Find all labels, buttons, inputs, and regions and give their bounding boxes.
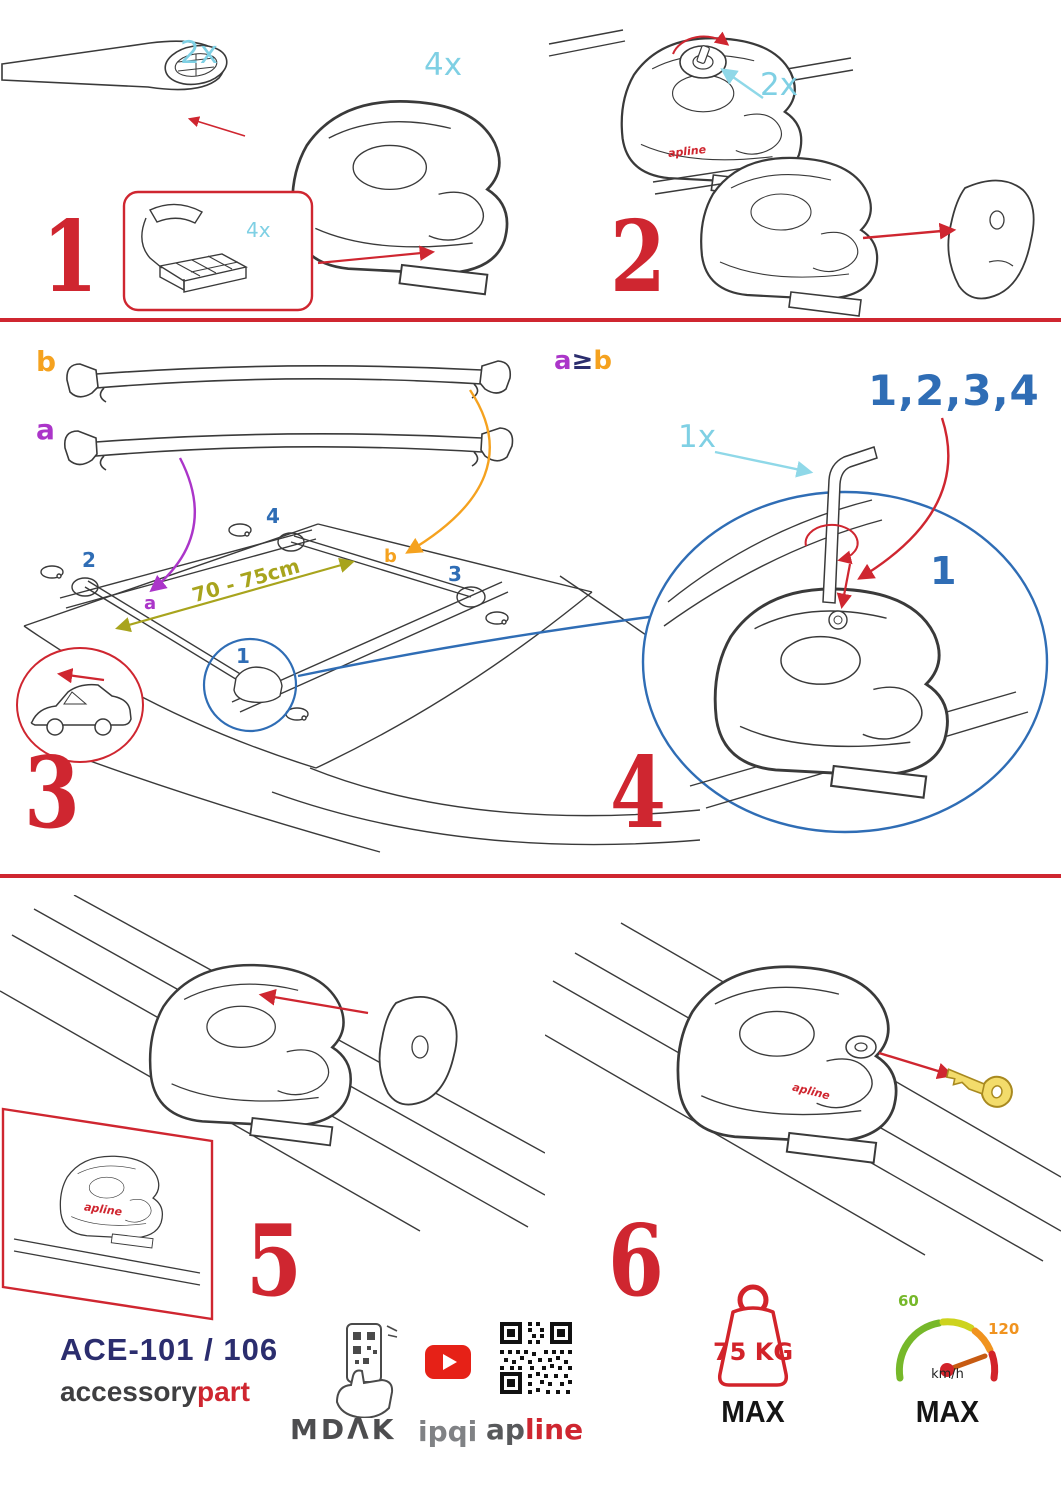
brand-accessory: accessory	[60, 1376, 198, 1407]
step1-illustration	[1, 40, 509, 312]
keyhole	[845, 1035, 877, 1059]
foot-quantity: 4x	[424, 47, 463, 83]
phone-qr-scan-icon	[335, 1323, 398, 1418]
step6-illustration	[545, 922, 1061, 1262]
foot-on-rail-drawing	[148, 963, 352, 1147]
bar-a-position-arrow	[149, 457, 196, 593]
max-weight-value: 75 KG	[712, 1338, 794, 1366]
step3-number: 3	[24, 736, 80, 851]
apline-logo: apline	[486, 1416, 583, 1444]
bar-a-drawing	[63, 427, 514, 471]
sequence-arrow	[857, 417, 950, 580]
lock-qty-arrow	[720, 68, 764, 99]
max-speed-label: MAX	[915, 1394, 980, 1429]
roof-bar-a-label: a	[144, 593, 157, 614]
weight-limit-icon	[717, 1284, 789, 1387]
lower-foot-drawing	[700, 156, 879, 318]
result-inset	[1, 1107, 214, 1321]
step5-number: 5	[246, 1204, 302, 1319]
speed-high-label: 120	[988, 1320, 1020, 1338]
crossbar-drawing	[1, 40, 228, 91]
rule-operator: ≥	[571, 346, 594, 376]
roof-position-2: 2	[82, 548, 96, 572]
rubber-pad-inset	[122, 190, 314, 312]
key-icon	[945, 1068, 1013, 1108]
first-position-number: 1	[930, 549, 957, 593]
qr-code	[498, 1320, 574, 1396]
step2-number: 2	[610, 200, 666, 315]
speed-low-label: 60	[898, 1292, 919, 1310]
apline-line: line	[524, 1413, 584, 1446]
step5-illustration	[0, 895, 545, 1321]
bar-pointer-arrow	[187, 116, 246, 137]
rule-b: b	[593, 346, 612, 376]
model-number: ACE-101 / 106	[60, 1332, 279, 1367]
distance-arrow	[115, 557, 355, 633]
bar-b-drawing	[66, 360, 512, 403]
bar-b-position-arrow	[405, 389, 491, 554]
roof-bar-b-label: b	[384, 546, 397, 567]
step4-illustration	[641, 417, 1049, 834]
roof-position-3: 3	[448, 562, 462, 586]
zoom-link-arrow	[297, 605, 692, 678]
tighten-sequence: 1,2,3,4	[868, 366, 1040, 415]
bar-b-label: b	[36, 345, 57, 378]
step3-illustration	[16, 360, 700, 853]
rule-a: a	[554, 346, 572, 376]
rotate-arrow	[804, 523, 859, 565]
allen-key-drawing	[822, 446, 878, 604]
mdak-logo: MDΛK	[290, 1413, 397, 1446]
lock-quantity: 2x	[760, 67, 799, 103]
section-divider-1	[0, 318, 1061, 322]
youtube-icon	[425, 1345, 471, 1379]
pad-quantity: 4x	[246, 218, 271, 242]
apline-ap: ap	[486, 1413, 525, 1446]
roof-position-1: 1	[236, 644, 250, 668]
brand-part: part	[197, 1376, 250, 1407]
brand-logo: accessorypart	[60, 1378, 250, 1406]
roof-position-4: 4	[266, 504, 280, 528]
lock-cylinder	[672, 31, 730, 79]
ipqi-logo: ipqi	[418, 1415, 478, 1448]
cap-insert-arrow	[862, 222, 957, 240]
max-weight-label: MAX	[721, 1394, 785, 1429]
lock-cover-drawing	[378, 996, 458, 1106]
tool-quantity: 1x	[678, 419, 717, 455]
foot-drawing	[291, 100, 509, 296]
bar-stub-lines	[548, 29, 854, 83]
step4-number: 4	[610, 736, 666, 851]
pad-to-foot-arrow	[317, 245, 436, 265]
tighten-arrow	[836, 563, 852, 610]
speed-unit-label: km/h	[931, 1367, 964, 1382]
end-cap-drawing	[947, 179, 1035, 300]
clamp-bolt	[828, 610, 848, 630]
tool-qty-arrow	[714, 450, 814, 478]
foot-with-keyhole-drawing	[676, 965, 898, 1165]
car-direction-inset	[16, 647, 144, 763]
length-rule: a≥b	[554, 348, 612, 374]
key-insert-arrow	[878, 1051, 955, 1080]
bar-quantity: 2x	[180, 35, 219, 71]
speedometer-icon	[895, 1318, 999, 1382]
section-divider-2	[0, 874, 1061, 878]
foot-highlight-circle	[202, 637, 298, 733]
bar-a-label: a	[36, 413, 55, 446]
cover-insert-arrow	[258, 988, 369, 1015]
step6-number: 6	[608, 1204, 664, 1319]
step1-number: 1	[42, 200, 98, 315]
step2-illustration	[548, 29, 1035, 318]
